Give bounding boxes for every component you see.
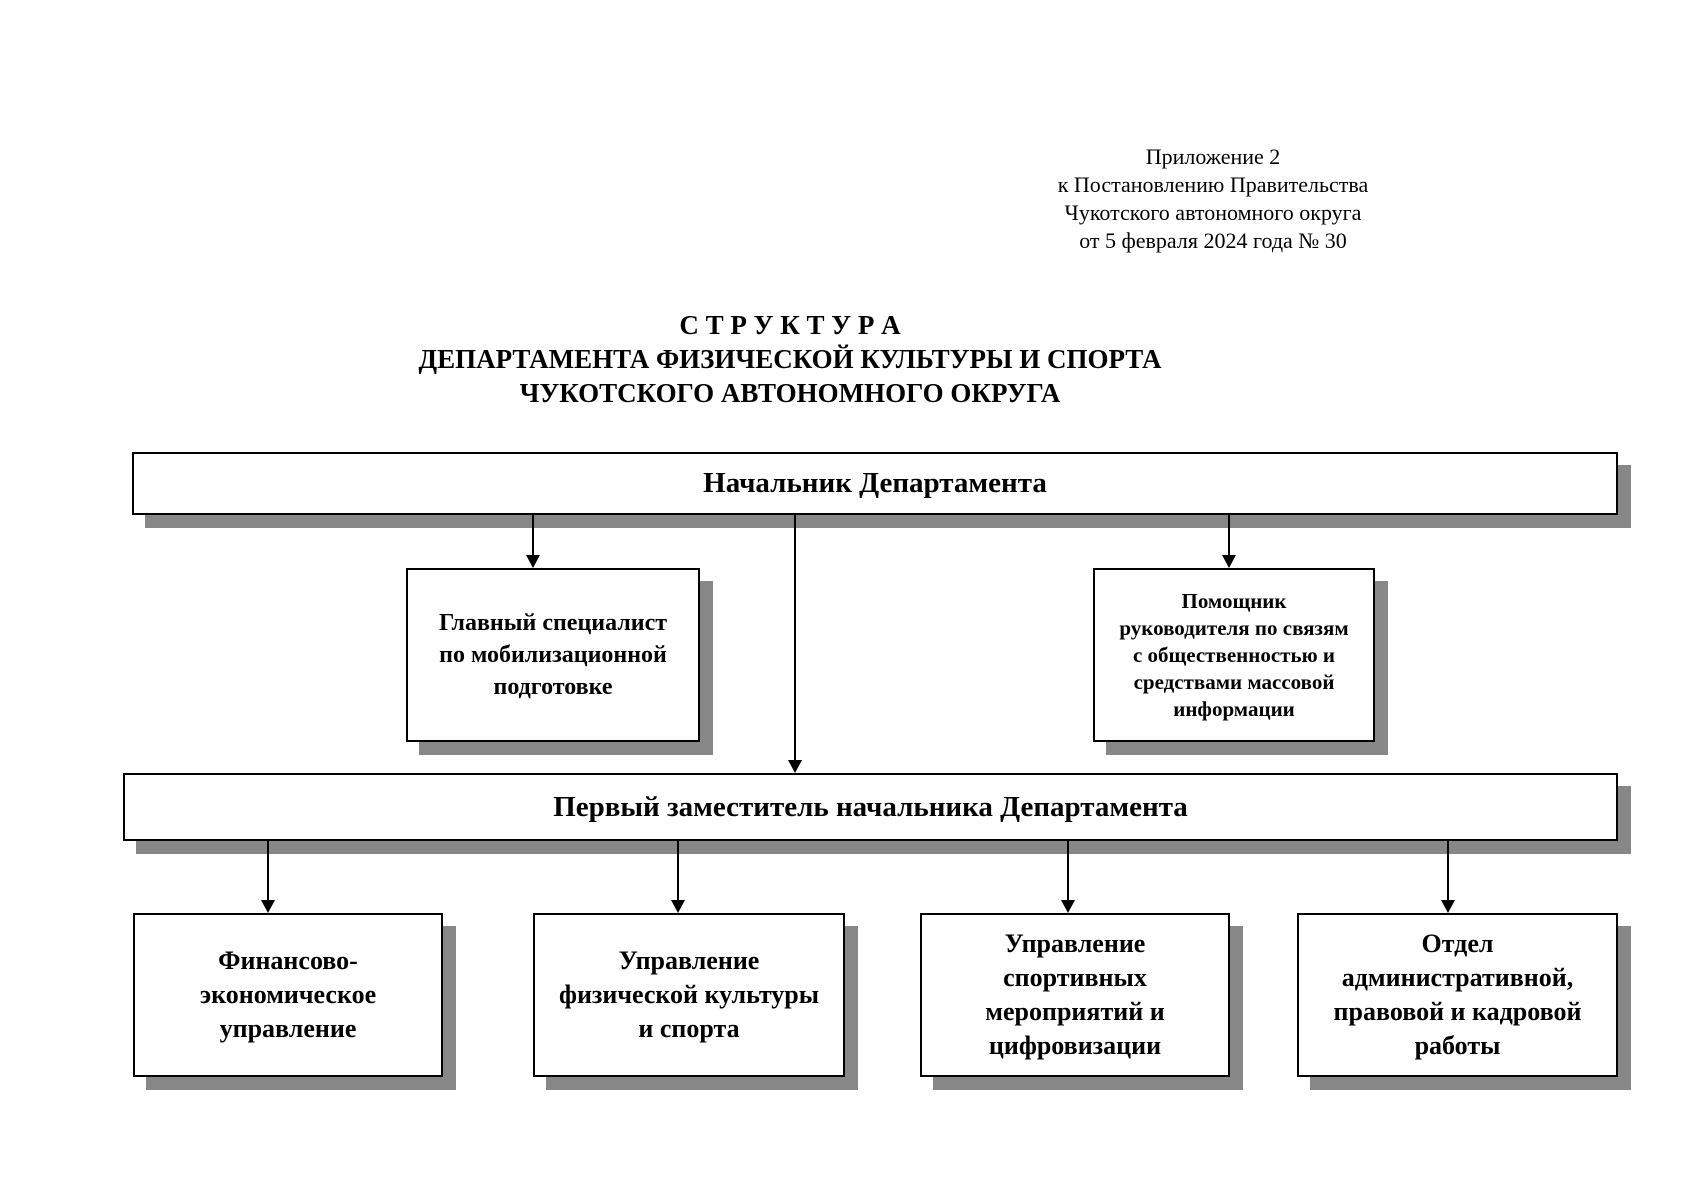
org-box-department-head-label: Начальник Департамента <box>703 467 1047 499</box>
org-box-mobilization-specialist: Главный специалист по мобилизационной по… <box>406 568 700 742</box>
annotation-line-4: от 5 февраля 2024 года № 30 <box>1079 228 1347 253</box>
annotation-line-1: Приложение 2 <box>1145 144 1281 169</box>
org-box-pr-assistant-label: Помощник руководителя по связям с общест… <box>1119 588 1349 721</box>
org-box-finance-division-label: Финансово- экономическое управление <box>199 946 377 1043</box>
org-box-admin-legal-hr-division: Отдел административной, правовой и кадро… <box>1297 913 1618 1077</box>
org-box-admin-legal-hr-division-label: Отдел административной, правовой и кадро… <box>1333 929 1582 1060</box>
connector-arrow-head-to-deputy <box>788 515 802 773</box>
org-box-mobilization-specialist-label: Главный специалист по мобилизационной по… <box>438 610 668 700</box>
document-annotation: Приложение 2 к Постановлению Правительст… <box>1020 143 1406 255</box>
org-box-physical-culture-division: Управление физической культуры и спорта <box>533 913 845 1077</box>
annotation-line-2: к Постановлению Правительства <box>1057 172 1369 197</box>
document-title: С Т Р У К Т У Р А ДЕПАРТАМЕНТА ФИЗИЧЕСКО… <box>290 308 1290 410</box>
connector-arrow-deputy-to-physical-culture <box>671 841 685 913</box>
org-box-sport-events-division: Управление спортивных мероприятий и цифр… <box>920 913 1230 1077</box>
org-box-department-head: Начальник Департамента <box>132 452 1618 515</box>
org-box-physical-culture-division-label: Управление физической культуры и спорта <box>558 946 820 1043</box>
connector-arrow-deputy-to-admin <box>1441 841 1455 913</box>
org-box-sport-events-division-label: Управление спортивных мероприятий и цифр… <box>985 929 1165 1060</box>
connector-arrow-deputy-to-sport-events <box>1061 841 1075 913</box>
connector-arrow-head-to-mobilization <box>526 515 540 568</box>
connector-arrow-head-to-pr-assistant <box>1222 515 1236 568</box>
connector-arrow-deputy-to-finance <box>261 841 275 913</box>
org-box-first-deputy: Первый заместитель начальника Департамен… <box>123 773 1618 841</box>
title-line-department: ДЕПАРТАМЕНТА ФИЗИЧЕСКОЙ КУЛЬТУРЫ И СПОРТ… <box>418 344 1162 374</box>
org-box-first-deputy-label: Первый заместитель начальника Департамен… <box>553 790 1188 823</box>
annotation-line-3: Чукотского автономного округа <box>1064 200 1362 225</box>
org-box-finance-division: Финансово- экономическое управление <box>133 913 443 1077</box>
title-line-structure: С Т Р У К Т У Р А <box>679 310 901 340</box>
org-box-pr-assistant: Помощник руководителя по связям с общест… <box>1093 568 1375 742</box>
title-line-region: ЧУКОТСКОГО АВТОНОМНОГО ОКРУГА <box>519 378 1061 408</box>
